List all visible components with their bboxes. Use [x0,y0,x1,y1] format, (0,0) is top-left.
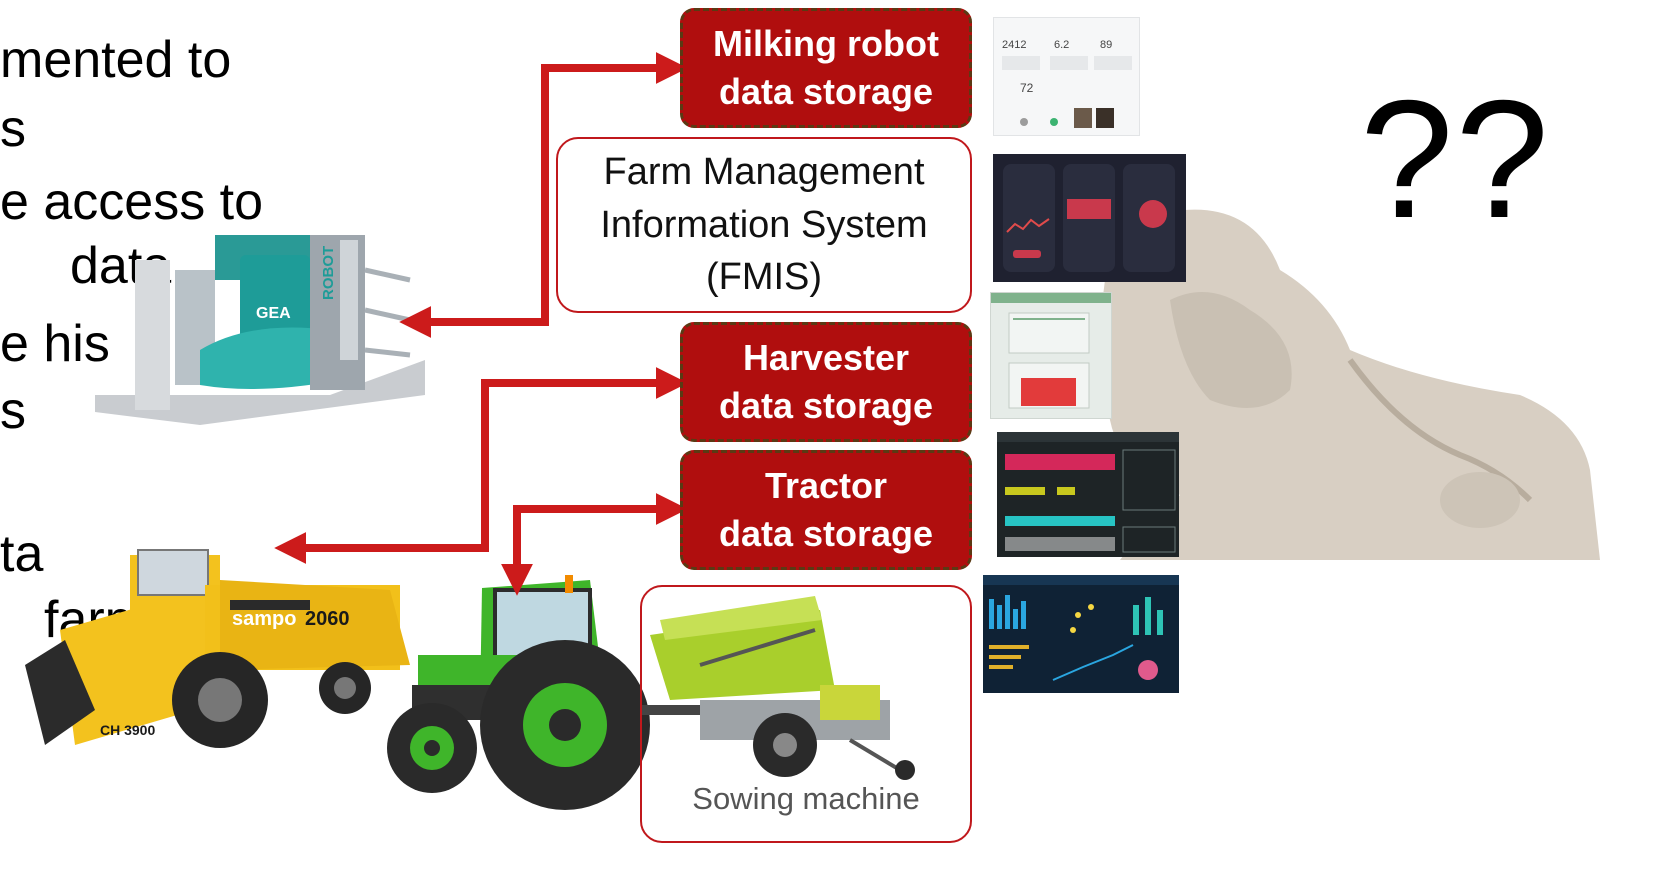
box-line: data storage [718,385,934,426]
box-line: Harvester [742,337,910,379]
question-marks: ?? [1360,65,1551,253]
bullet-text-fragment: s [0,100,26,158]
dashboard-thumbnail-analytics [983,575,1179,693]
tractor-image [387,575,650,810]
bullet-text-fragment: ta [0,525,44,583]
harvester-storage-box: Harvester data storage [680,322,972,442]
combine-harvester-image: sampo 2060 CH 3900 [25,549,410,748]
harvester-arrow [274,367,688,564]
thumb-value: 89 [1100,39,1112,51]
bullet-text-fragment: mented to [0,31,232,89]
milking-robot-storage-box: Milking robot data storage [680,8,972,128]
facepalm-statue-image [1101,209,1600,560]
dashboard-thumbnail-dark [993,154,1186,282]
thumb-value: 2412 [1002,39,1026,51]
thumb-value: 72 [1020,81,1034,95]
box-line: Information System [600,203,928,246]
box-line: data storage [718,71,934,112]
harvester-header-text: CH 3900 [100,722,155,738]
fmis-box: Farm Management Information System (FMIS… [556,137,972,313]
bullet-text-fragment: s [0,382,26,440]
sowing-machine-label: Sowing machine [692,781,920,816]
box-line: Milking robot [713,23,939,65]
tractor-storage-box: Tractor data storage [680,450,972,570]
box-line: Tractor [764,465,888,507]
tractor-arrow [501,493,688,596]
bullet-text-fragment: e access to [0,173,264,231]
harvester-model-text: 2060 [305,608,350,630]
robot-side-text: ROBOT [320,246,337,300]
box-line: (FMIS) [705,256,823,299]
dashboard-thumbnail-terminal [997,432,1179,557]
box-line: data storage [718,513,934,554]
dashboard-thumbnail-light: 2412 6.2 89 72 [993,17,1140,136]
thumb-value: 6.2 [1054,39,1069,51]
gea-logo-text: GEA [256,305,291,322]
sowing-machine-image [640,596,915,780]
sowing-machine-box: Sowing machine [640,585,972,843]
bullet-text-fragment: e his [0,315,110,373]
harvester-brand-text: sampo [232,608,296,630]
box-line: Farm Management [603,151,925,194]
milking-robot-arrow [399,52,688,338]
dashboard-thumbnail-green [990,292,1112,419]
